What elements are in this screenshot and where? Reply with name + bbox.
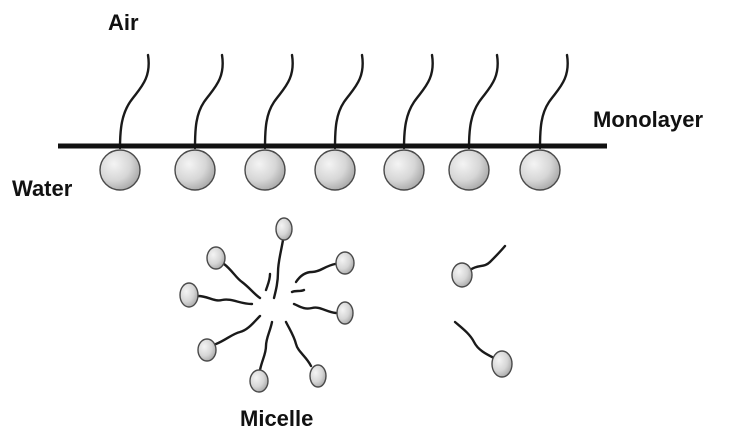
micelle-surfactant — [274, 218, 292, 298]
monolayer — [100, 55, 568, 190]
hydrophobic-tail — [265, 55, 293, 148]
monolayer-surfactant — [384, 55, 433, 190]
hydrophilic-head — [310, 365, 326, 387]
hydrophilic-head — [520, 150, 560, 190]
air-label: Air — [108, 10, 139, 35]
free-monomer — [452, 246, 505, 287]
micelle-surfactant — [286, 322, 326, 387]
monolayer-surfactant — [520, 55, 568, 190]
hydrophobic-tail — [455, 322, 494, 358]
micelle-surfactant — [296, 252, 354, 282]
micelle — [180, 218, 354, 392]
hydrophilic-head — [276, 218, 292, 240]
micelle-surfactant — [207, 247, 260, 298]
water-label: Water — [12, 176, 73, 201]
hydrophilic-head — [180, 283, 198, 307]
hydrophobic-tail — [540, 55, 568, 148]
hydrophobic-tail — [469, 55, 498, 148]
monolayer-surfactant — [315, 55, 363, 190]
hydrophobic-tail — [195, 55, 223, 148]
hydrophilic-head — [100, 150, 140, 190]
hydrophilic-head — [198, 339, 216, 361]
micelle-surfactant — [250, 322, 272, 392]
hydrophilic-head — [315, 150, 355, 190]
hydrophilic-head — [245, 150, 285, 190]
micelle-core-tail — [292, 290, 304, 292]
hydrophilic-head — [337, 302, 353, 324]
hydrophobic-tail — [120, 55, 149, 148]
hydrophilic-head — [207, 247, 225, 269]
hydrophilic-head — [449, 150, 489, 190]
hydrophobic-tail — [404, 55, 433, 148]
hydrophilic-head — [336, 252, 354, 274]
hydrophilic-head — [384, 150, 424, 190]
monolayer-surfactant — [245, 55, 293, 190]
micelle-label: Micelle — [240, 406, 313, 431]
micelle-core-tail — [266, 274, 270, 290]
hydrophilic-head — [250, 370, 268, 392]
micelle-surfactant — [180, 283, 252, 307]
micelle-surfactant — [198, 316, 260, 361]
free-monomers — [452, 246, 512, 377]
monolayer-surfactant — [175, 55, 223, 190]
monolayer-surfactant — [449, 55, 498, 190]
monolayer-surfactant — [100, 55, 149, 190]
hydrophobic-tail — [470, 246, 505, 270]
hydrophilic-head — [175, 150, 215, 190]
monolayer-label: Monolayer — [593, 107, 703, 132]
free-monomer — [455, 322, 512, 377]
micelle-surfactant — [294, 302, 353, 324]
hydrophilic-head — [492, 351, 512, 377]
hydrophobic-tail — [335, 55, 363, 148]
hydrophilic-head — [452, 263, 472, 287]
